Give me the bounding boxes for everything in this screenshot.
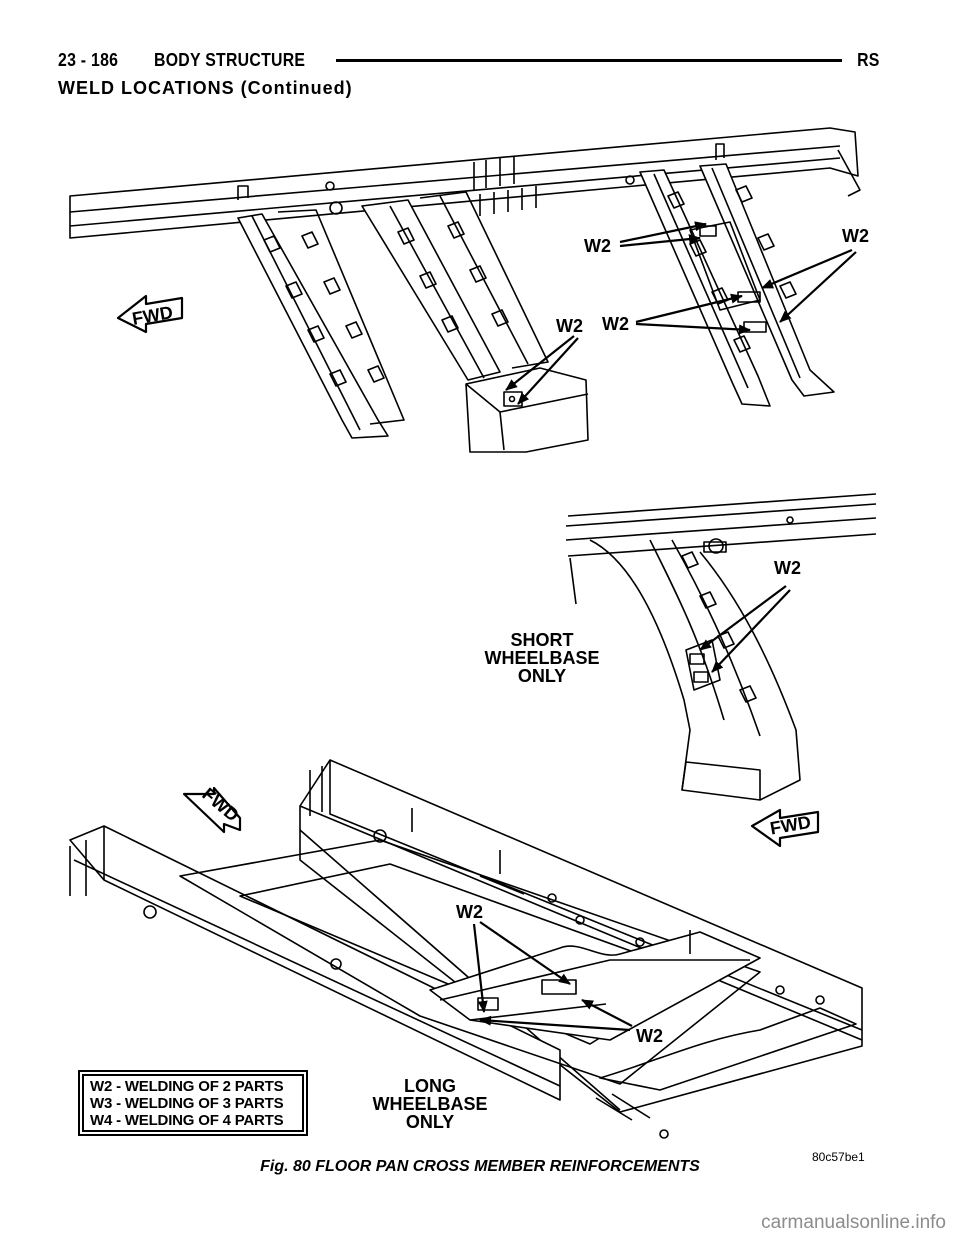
fwd-label: FWD bbox=[198, 784, 242, 826]
weld-label-w2: W2 bbox=[456, 902, 483, 922]
figure-caption: Fig. 80 FLOOR PAN CROSS MEMBER REINFORCE… bbox=[260, 1158, 700, 1175]
page-header: 23 - 186 BODY STRUCTURE RS bbox=[58, 46, 880, 74]
weld-label-w2: W2 bbox=[556, 316, 583, 336]
middle-view bbox=[565, 493, 877, 801]
note-line: SHORT bbox=[511, 630, 574, 650]
section-subtitle: WELD LOCATIONS (Continued) bbox=[58, 78, 353, 98]
note-line: ONLY bbox=[406, 1112, 454, 1132]
page-number: 23 - 186 bbox=[58, 49, 119, 70]
note-line: WHEELBASE bbox=[484, 648, 599, 668]
header-rule bbox=[336, 58, 843, 62]
weld-legend: W2 - WELDING OF 2 PARTS W3 - WELDING OF … bbox=[82, 1074, 304, 1132]
note-line: LONG bbox=[404, 1076, 456, 1096]
legend-item: W2 - WELDING OF 2 PARTS bbox=[90, 1078, 284, 1095]
top-view bbox=[69, 127, 861, 453]
bottom-view bbox=[69, 759, 863, 1139]
note-line: WHEELBASE bbox=[372, 1094, 487, 1114]
weld-label-w2: W2 bbox=[842, 226, 869, 246]
weld-label-w2: W2 bbox=[602, 314, 629, 334]
section-title: BODY STRUCTURE bbox=[154, 49, 306, 70]
weld-label-w2: W2 bbox=[636, 1026, 663, 1046]
weld-label-w2: W2 bbox=[584, 236, 611, 256]
art-code: 80c57be1 bbox=[812, 1150, 865, 1164]
watermark: carmanualsonline.info bbox=[761, 1212, 946, 1233]
legend-item: W4 - WELDING OF 4 PARTS bbox=[90, 1112, 284, 1129]
fwd-label: FWD bbox=[131, 302, 175, 329]
model-code: RS bbox=[857, 49, 880, 70]
legend-item: W3 - WELDING OF 3 PARTS bbox=[90, 1095, 284, 1112]
weld-label-w2: W2 bbox=[774, 558, 801, 578]
note-line: ONLY bbox=[518, 666, 566, 686]
